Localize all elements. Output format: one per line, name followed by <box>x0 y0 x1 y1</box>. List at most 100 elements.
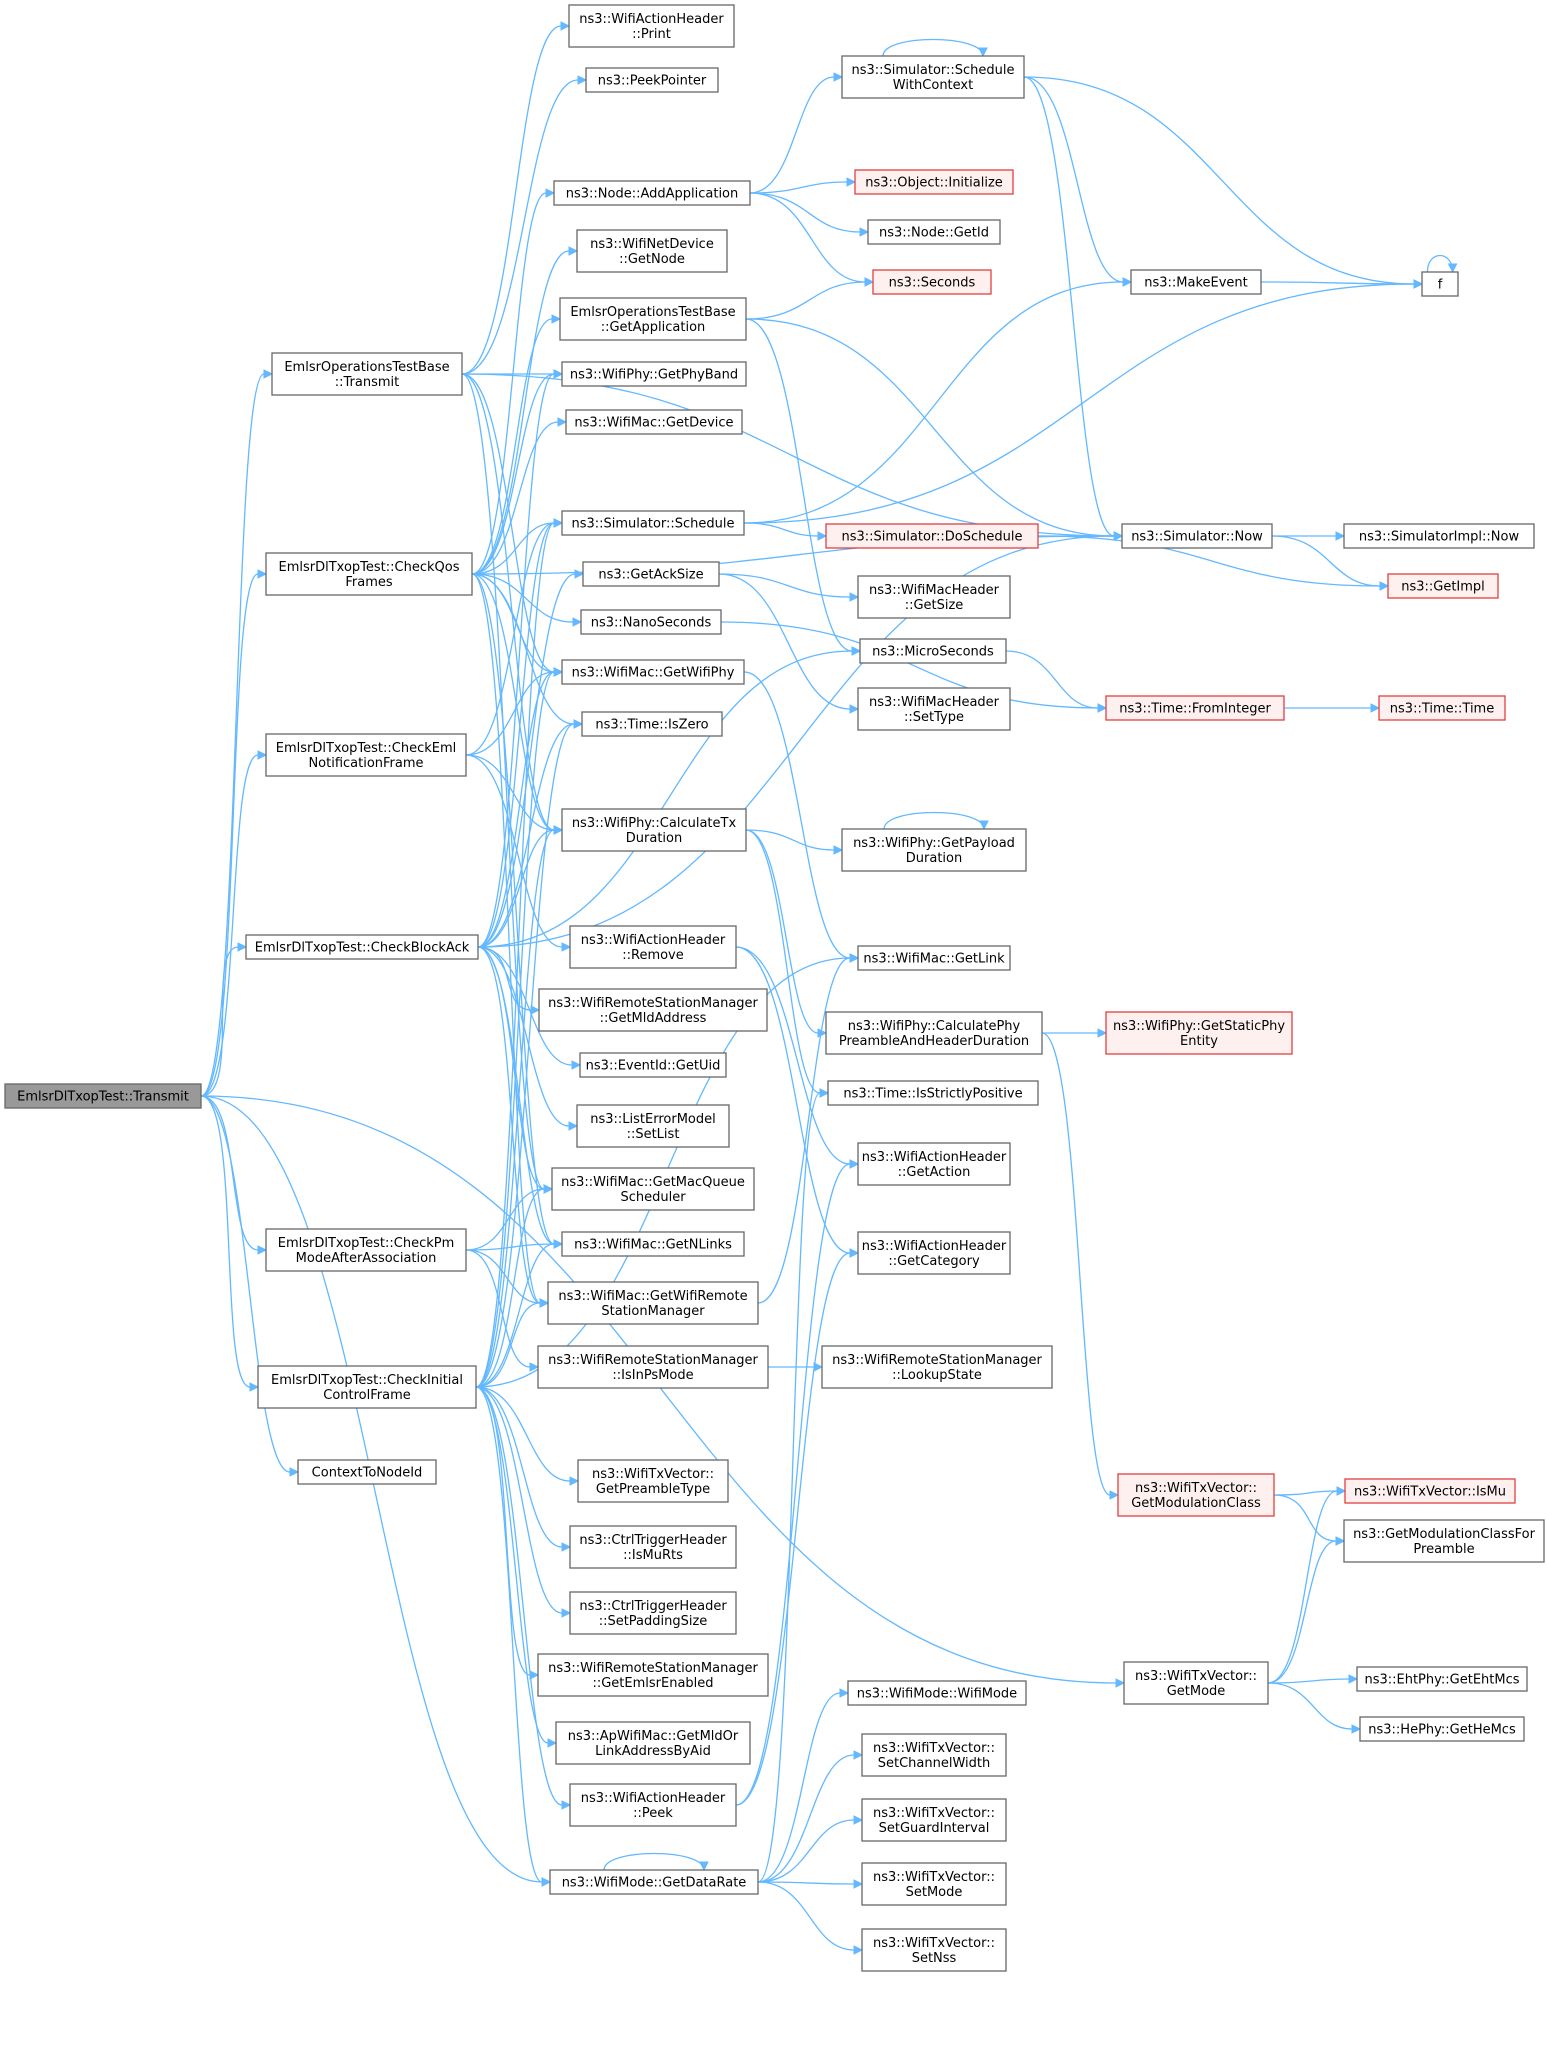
node-ctrl-is-murts[interactable]: ns3::CtrlTriggerHeader::IsMuRts <box>569 1525 737 1569</box>
node-get-application[interactable]: EmlsrOperationsTestBase::GetApplication <box>559 297 747 341</box>
node-eht-get-mcs[interactable]: ns3::EhtPhy::GetEhtMcs <box>1356 1666 1528 1692</box>
node-calc-phy-preamble[interactable]: ns3::WifiPhy::CalculatePhyPreambleAndHea… <box>825 1011 1043 1055</box>
edge-arrowhead <box>249 1382 260 1392</box>
node-rsm-get-emlsr[interactable]: ns3::WifiRemoteStationManager::GetEmlsrE… <box>537 1653 769 1697</box>
node-get-phy-band[interactable]: ns3::WifiPhy::GetPhyBand <box>561 361 747 387</box>
node-sim-now[interactable]: ns3::Simulator::Now <box>1121 523 1273 549</box>
edge-get_ack_size-to-mac_header_getsize <box>718 573 860 602</box>
node-simimpl-now[interactable]: ns3::SimulatorImpl::Now <box>1343 523 1535 549</box>
node-rsm-get-mld-addr[interactable]: ns3::WifiRemoteStationManager::GetMldAdd… <box>538 988 768 1032</box>
node-action-print[interactable]: ns3::WifiActionHeader::Print <box>568 4 735 48</box>
node-he-get-mcs[interactable]: ns3::HePhy::GetHeMcs <box>1359 1716 1525 1742</box>
node-label: ns3::Node::GetId <box>879 226 989 241</box>
node-ctrl-set-padding[interactable]: ns3::CtrlTriggerHeader::SetPaddingSize <box>569 1591 737 1635</box>
node-rsm-is-in-ps[interactable]: ns3::WifiRemoteStationManager::IsInPsMod… <box>537 1345 769 1389</box>
node-check-block-ack[interactable]: EmlsrDlTxopTest::CheckBlockAck <box>245 934 479 960</box>
node-mode-get-datarate[interactable]: ns3::WifiMode::GetDataRate <box>549 1869 759 1895</box>
node-node-getid[interactable]: ns3::Node::GetId <box>867 219 1001 245</box>
node-peek-pointer[interactable]: ns3::PeekPointer <box>585 67 719 93</box>
node-root[interactable]: EmlsrDlTxopTest::Transmit <box>4 1083 202 1109</box>
edge-root-to-txv_get_mode <box>200 1095 1126 1688</box>
node-sim-doschedule[interactable]: ns3::Simulator::DoSchedule <box>825 523 1039 549</box>
node-sim-schedule[interactable]: ns3::Simulator::Schedule <box>561 510 745 536</box>
node-wifimode-ctor[interactable]: ns3::WifiMode::WifiMode <box>847 1680 1027 1706</box>
node-get-wifi-rsm[interactable]: ns3::WifiMac::GetWifiRemoteStationManage… <box>547 1281 759 1325</box>
node-nanoseconds[interactable]: ns3::NanoSeconds <box>580 609 722 635</box>
node-mac-get-link[interactable]: ns3::WifiMac::GetLink <box>857 945 1011 971</box>
node-label: ::GetApplication <box>601 320 706 335</box>
node-txv-set-guard[interactable]: ns3::WifiTxVector::SetGuardInterval <box>861 1798 1007 1842</box>
node-box <box>579 1052 727 1078</box>
node-action-get-category[interactable]: ns3::WifiActionHeader::GetCategory <box>857 1231 1011 1275</box>
node-label: ns3::WifiTxVector:: <box>873 1806 995 1821</box>
node-node-add-app[interactable]: ns3::Node::AddApplication <box>553 180 751 206</box>
node-f[interactable]: f <box>1421 271 1459 297</box>
node-seconds[interactable]: ns3::Seconds <box>872 269 992 295</box>
node-txv-set-mode[interactable]: ns3::WifiTxVector::SetMode <box>861 1862 1007 1906</box>
node-box <box>861 1798 1007 1842</box>
node-txv-get-preamble[interactable]: ns3::WifiTxVector::GetPreambleType <box>577 1459 729 1503</box>
edge-check_initial-to-mode_get_datarate <box>475 1386 552 1887</box>
node-context-to-node-id[interactable]: ContextToNodeId <box>297 1459 437 1485</box>
edge-action_remove-to-action_get_action <box>735 946 860 1169</box>
node-list-error-setlist[interactable]: ns3::ListErrorModel::SetList <box>576 1104 730 1148</box>
node-label: ::IsMuRts <box>623 1548 683 1563</box>
node-box <box>271 352 463 396</box>
node-mac-get-device[interactable]: ns3::WifiMac::GetDevice <box>565 409 743 435</box>
node-get-nlinks[interactable]: ns3::WifiMac::GetNLinks <box>561 1231 745 1257</box>
edge-line <box>1260 281 1415 285</box>
edge-arrowhead <box>289 1467 300 1477</box>
node-time-is-zero[interactable]: ns3::Time::IsZero <box>581 711 723 737</box>
node-label: ns3::CtrlTriggerHeader <box>579 1599 727 1614</box>
node-action-get-action[interactable]: ns3::WifiActionHeader::GetAction <box>857 1142 1011 1186</box>
edge-line <box>477 946 570 1127</box>
node-label: ns3::Simulator::Schedule <box>571 517 734 532</box>
edge-line <box>475 1386 571 1482</box>
edge-mode_get_datarate-to-txv_set_nss <box>757 1881 864 1955</box>
node-mac-header-settype[interactable]: ns3::WifiMacHeader::SetType <box>857 687 1011 731</box>
node-label: ns3::WifiMac::GetNLinks <box>574 1238 732 1253</box>
node-netdevice-getnode[interactable]: ns3::WifiNetDevice::GetNode <box>576 229 728 273</box>
node-check-pm[interactable]: EmlsrDlTxopTest::CheckPmModeAfterAssocia… <box>265 1228 467 1272</box>
node-ops-transmit[interactable]: EmlsrOperationsTestBase::Transmit <box>271 352 463 396</box>
edge-arrowhead <box>864 277 875 287</box>
node-get-wifi-phy[interactable]: ns3::WifiMac::GetWifiPhy <box>561 659 745 685</box>
node-get-ack-size[interactable]: ns3::GetAckSize <box>582 561 720 587</box>
node-txv-set-channel-width[interactable]: ns3::WifiTxVector::SetChannelWidth <box>861 1733 1007 1777</box>
node-box <box>1105 695 1285 721</box>
node-microseconds[interactable]: ns3::MicroSeconds <box>859 638 1007 664</box>
node-txv-get-mod-class[interactable]: ns3::WifiTxVector::GetModulationClass <box>1117 1473 1275 1517</box>
node-txv-is-mu[interactable]: ns3::WifiTxVector::IsMu <box>1344 1478 1516 1504</box>
edge-arrowhead <box>1097 703 1108 713</box>
node-check-eml[interactable]: EmlsrDlTxopTest::CheckEmlNotificationFra… <box>265 733 467 777</box>
node-txv-get-mode[interactable]: ns3::WifiTxVector::GetMode <box>1123 1661 1269 1705</box>
node-eventid-getuid[interactable]: ns3::EventId::GetUid <box>579 1052 727 1078</box>
node-object-initialize[interactable]: ns3::Object::Initialize <box>854 169 1014 195</box>
node-time-time[interactable]: ns3::Time::Time <box>1378 695 1506 721</box>
node-action-peek[interactable]: ns3::WifiActionHeader::Peek <box>569 1783 737 1827</box>
node-check-initial[interactable]: EmlsrDlTxopTest::CheckInitialControlFram… <box>257 1365 477 1409</box>
edge-arrowhead <box>1413 279 1424 289</box>
node-label: ns3::WifiPhy::CalculateTx <box>572 816 737 831</box>
node-make-event[interactable]: ns3::MakeEvent <box>1130 269 1262 295</box>
edge-arrowhead <box>978 47 988 58</box>
edge-get_ack_size-to-mac_header_settype <box>718 573 860 714</box>
node-box <box>1121 523 1273 549</box>
node-action-remove[interactable]: ns3::WifiActionHeader::Remove <box>569 925 737 969</box>
node-get-impl[interactable]: ns3::GetImpl <box>1387 573 1499 599</box>
node-rsm-lookup-state[interactable]: ns3::WifiRemoteStationManager::LookupSta… <box>821 1345 1053 1389</box>
node-box <box>561 808 747 852</box>
edge-time_from_integer-to-time_time <box>1283 703 1381 713</box>
node-txv-set-nss[interactable]: ns3::WifiTxVector::SetNss <box>861 1928 1007 1972</box>
node-time-from-integer[interactable]: ns3::Time::FromInteger <box>1105 695 1285 721</box>
node-mac-header-getsize[interactable]: ns3::WifiMacHeader::GetSize <box>857 575 1011 619</box>
node-time-is-strictly-pos[interactable]: ns3::Time::IsStrictlyPositive <box>827 1080 1039 1106</box>
